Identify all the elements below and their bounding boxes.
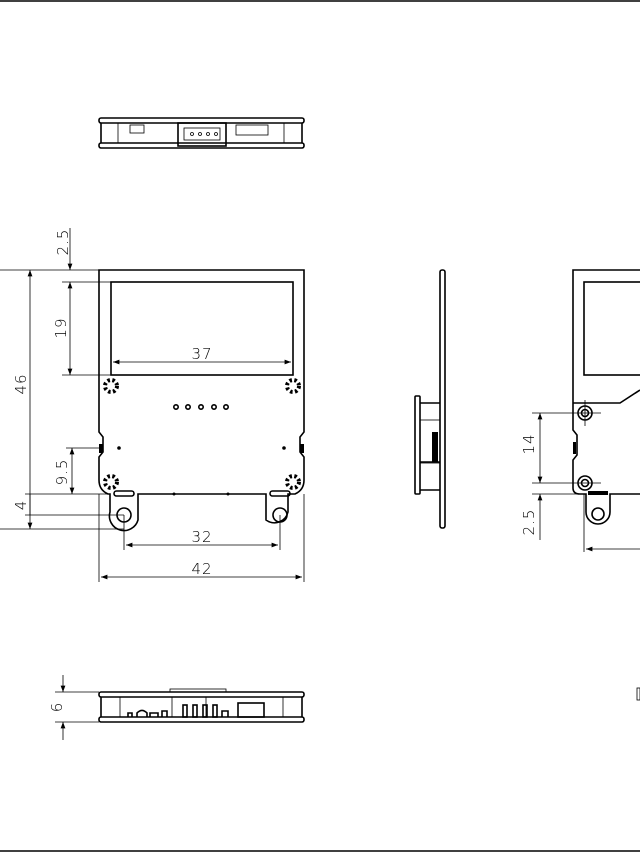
- dim-thickness: 6: [48, 702, 66, 713]
- cropped-view-fragment: [636, 687, 640, 701]
- dim-overall-width: 42: [191, 560, 212, 578]
- dim-overall-height: 46: [12, 373, 30, 394]
- dim-side-hole-spacing: 14: [520, 433, 538, 454]
- dim-side-tab-offset: 2.5: [520, 509, 538, 536]
- header-pins: [173, 403, 230, 410]
- front-view: [98, 269, 305, 532]
- top-view: [98, 117, 305, 149]
- dim-tab-offset: 4: [12, 500, 30, 511]
- mounting-gears: [103, 378, 301, 490]
- rear-view: 14 2.5: [520, 269, 640, 552]
- dim-window-height: 19: [52, 317, 70, 338]
- dim-side-offset: 9.5: [53, 459, 71, 486]
- dim-hole-spacing: 32: [191, 528, 212, 546]
- bottom-view: 6: [48, 675, 305, 740]
- dim-window-width: 37: [191, 345, 212, 363]
- front-dimensions: 2.5 19 46 9.5 4 37 32 42: [0, 228, 305, 582]
- dim-top-margin: 2.5: [54, 229, 72, 256]
- side-view: [414, 269, 446, 529]
